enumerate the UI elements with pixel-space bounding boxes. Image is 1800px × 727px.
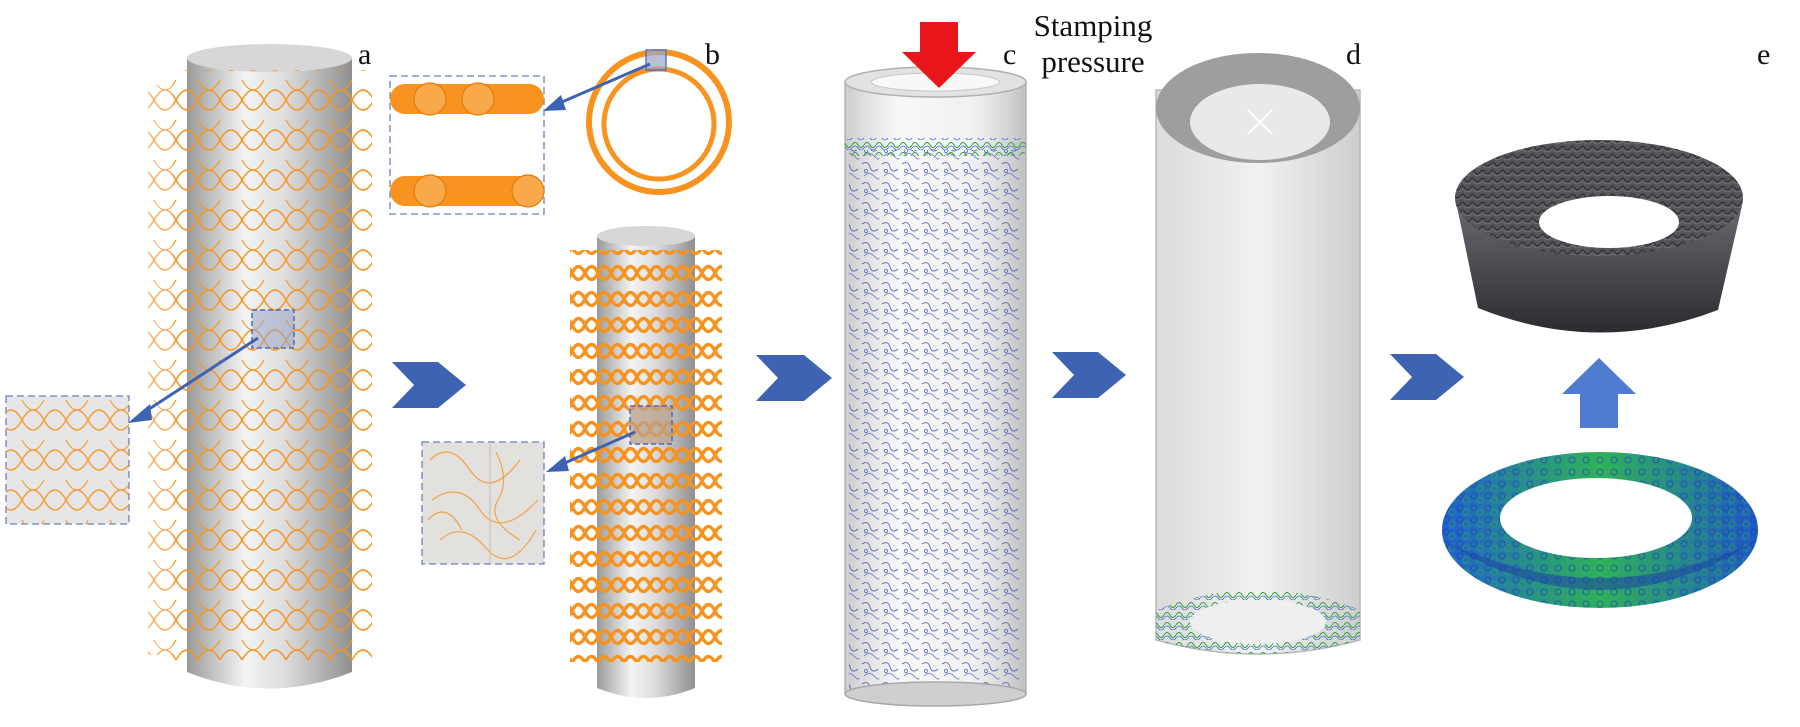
zoom-box-b-top (645, 49, 667, 71)
wire-tubes (390, 82, 545, 208)
panel-label-e: e (1757, 38, 1771, 71)
callout-arrow-b-top-head (543, 95, 566, 111)
mold-bottom (844, 681, 1027, 707)
inset-a-mesh (6, 396, 129, 524)
zoom-box-b (629, 405, 673, 445)
wire-field-blue (849, 150, 1022, 690)
step-arrow-1-icon (392, 362, 466, 408)
wire-band-green (845, 138, 1026, 156)
panel-c (844, 22, 1027, 707)
inset-b-bottom (421, 441, 545, 565)
panel-b (389, 49, 732, 698)
top-view-ring-inner (601, 66, 717, 182)
inset-b-wires (427, 444, 539, 562)
assembly-arrow-up-icon (1562, 358, 1636, 428)
stamping-pressure-line1: Stamping (1033, 8, 1153, 43)
callout-arrow-b-head (546, 456, 569, 472)
step-arrow-2-icon (756, 355, 832, 401)
panel-d (1155, 53, 1361, 655)
center-mark-b (1247, 109, 1273, 135)
panel-label-a: a (358, 38, 372, 71)
top-view-ring-outer (586, 49, 732, 195)
ring-hole-d (1190, 600, 1326, 644)
mesh-sleeve (172, 70, 372, 660)
panel-label-c: c (1003, 38, 1017, 71)
wire-ring-hole (1500, 478, 1692, 558)
panel-a (5, 44, 372, 689)
callout-arrow-b (557, 430, 636, 468)
step-arrow-4-icon (1390, 354, 1464, 400)
wire-ring-front-shade (1442, 540, 1758, 590)
pressure-arrow-down-icon (902, 22, 976, 88)
step-arrow-3-icon (1052, 352, 1126, 398)
stamping-pressure-label: Stamping pressure (1018, 8, 1168, 79)
panel-label-d: d (1346, 38, 1361, 71)
mold-tube-d (1155, 89, 1361, 655)
callout-arrow-a (139, 336, 259, 417)
cylinder-top-b (597, 226, 695, 246)
felt-ring-hole (1539, 196, 1679, 248)
panel-label-b: b (705, 38, 720, 71)
stamping-pressure-line2: pressure (1041, 43, 1145, 79)
zoom-box-a (251, 309, 295, 349)
dense-mesh (570, 250, 722, 662)
callout-arrow-b-top (554, 62, 651, 107)
callout-arrow-a-head (128, 404, 152, 423)
panel-e (1442, 140, 1758, 608)
cylinder-top (187, 44, 352, 72)
